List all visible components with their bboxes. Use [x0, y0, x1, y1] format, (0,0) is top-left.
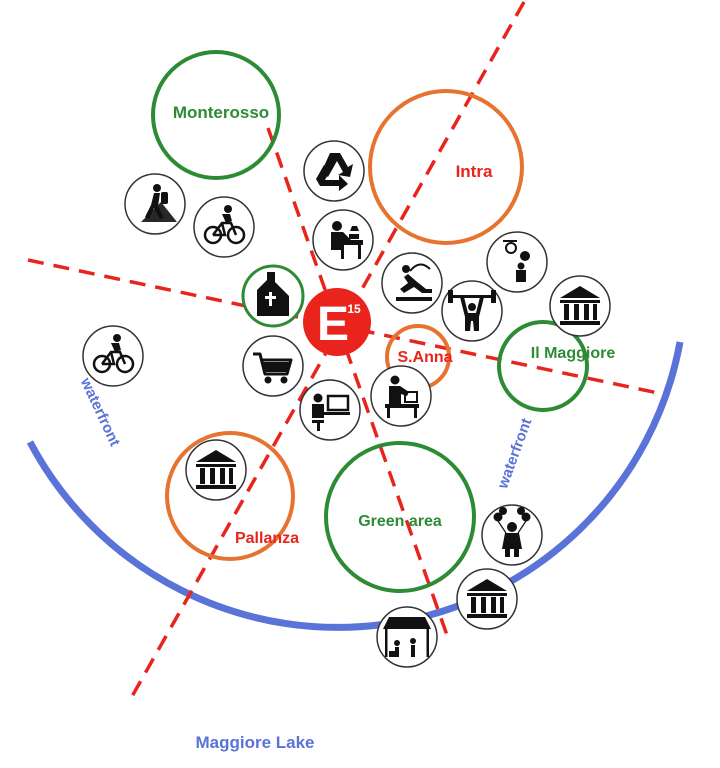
hiking-icon	[124, 173, 186, 235]
label-s-anna: S.Anna	[397, 349, 452, 366]
basketball-icon	[486, 231, 548, 293]
e15-logo: E 15	[303, 288, 371, 356]
label-green-area: Green area	[358, 513, 442, 530]
computer-desk-icon	[299, 379, 361, 441]
craft-workshop-icon	[312, 209, 374, 271]
zone-circle-green-area	[324, 441, 476, 593]
zone-circle-il-maggiore	[497, 320, 589, 412]
weightlifting-icon	[441, 280, 503, 342]
church-icon	[241, 264, 305, 328]
museum-icon	[456, 568, 518, 630]
activity-icons	[82, 140, 611, 668]
clown-balloons-icon	[481, 504, 543, 566]
zone-circle-pallanza	[165, 431, 295, 561]
logo-letter: E	[317, 298, 349, 351]
recycling-icon	[303, 140, 365, 202]
shopping-cart-icon	[242, 335, 304, 397]
office-worker-icon	[370, 365, 432, 427]
zone-circles	[151, 50, 589, 593]
museum-icon	[185, 439, 247, 501]
market-stall-icon	[376, 606, 438, 668]
zone-circle-monterosso	[151, 50, 281, 180]
label-intra: Intra	[456, 162, 493, 181]
axis-north-south	[266, 127, 450, 639]
museum-icon	[549, 275, 611, 337]
cycling-icon	[193, 196, 255, 258]
label-maggiore-lake: Maggiore Lake	[195, 733, 314, 752]
label-waterfront-right: waterfront	[494, 416, 535, 492]
label-monterosso: Monterosso	[173, 103, 269, 122]
label-il-maggiore: Il Maggiore	[531, 345, 616, 362]
cycling-icon	[82, 325, 144, 387]
zone-circle-intra	[368, 89, 524, 245]
label-pallanza: Pallanza	[235, 530, 299, 547]
gymnastics-icon	[381, 252, 443, 314]
logo-number: 15	[347, 302, 361, 316]
